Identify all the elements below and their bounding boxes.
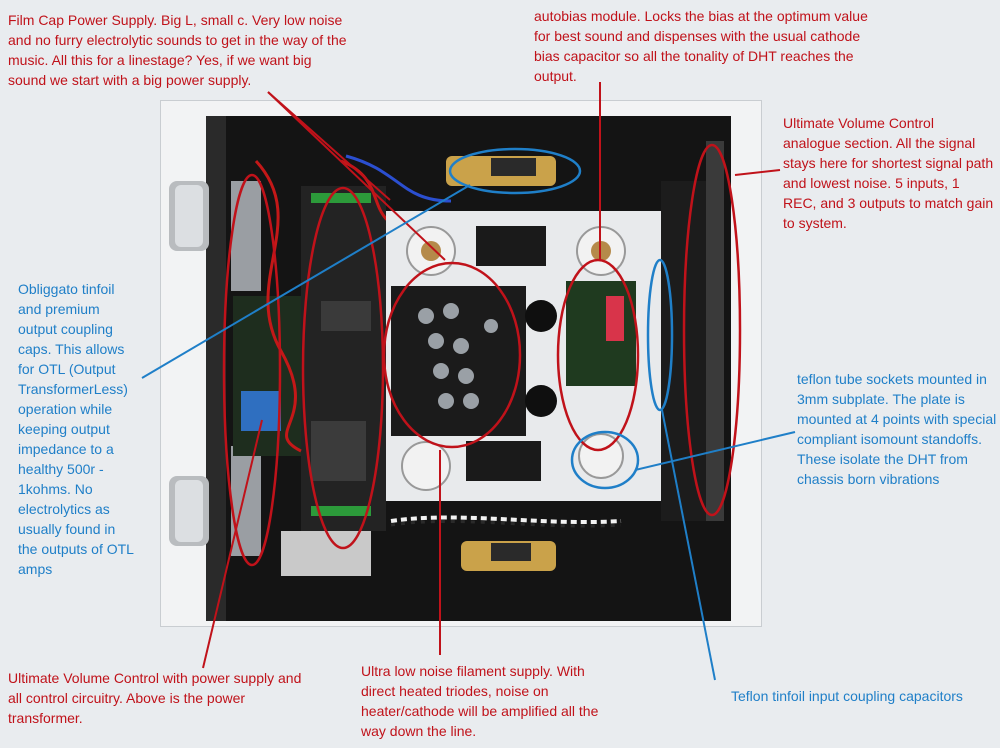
selector-knob bbox=[169, 476, 209, 546]
amplifier-photo bbox=[160, 100, 762, 627]
uvc-analogue-note: Ultimate Volume Control analogue section… bbox=[783, 115, 994, 231]
obbligato-note: Obliggato tinfoil and premium output cou… bbox=[18, 281, 134, 577]
autobias-note: autobias module. Locks the bias at the o… bbox=[534, 8, 868, 84]
tube-socket bbox=[578, 433, 624, 479]
film-cap-note: Film Cap Power Supply. Big L, small c. V… bbox=[8, 12, 347, 88]
tube-socket bbox=[401, 441, 451, 491]
filament-note: Ultra low noise filament supply. With di… bbox=[361, 663, 599, 739]
top-film-capacitor bbox=[446, 156, 556, 186]
uvc-power-note: Ultimate Volume Control with power suppl… bbox=[8, 670, 302, 726]
input-board bbox=[661, 181, 706, 521]
teflon-caps-note: Teflon tinfoil input coupling capacitors bbox=[731, 688, 963, 704]
bottom-film-capacitor bbox=[461, 541, 556, 571]
filament-supply-board bbox=[391, 286, 526, 436]
output-coupling-cap bbox=[476, 226, 546, 266]
autobias-board bbox=[566, 281, 636, 386]
volume-knob bbox=[169, 181, 209, 251]
teflon-sockets-note: teflon tube sockets mounted in 3mm subpl… bbox=[797, 371, 997, 487]
ribbon-cable bbox=[231, 181, 261, 291]
output-coupling-cap bbox=[466, 441, 541, 481]
